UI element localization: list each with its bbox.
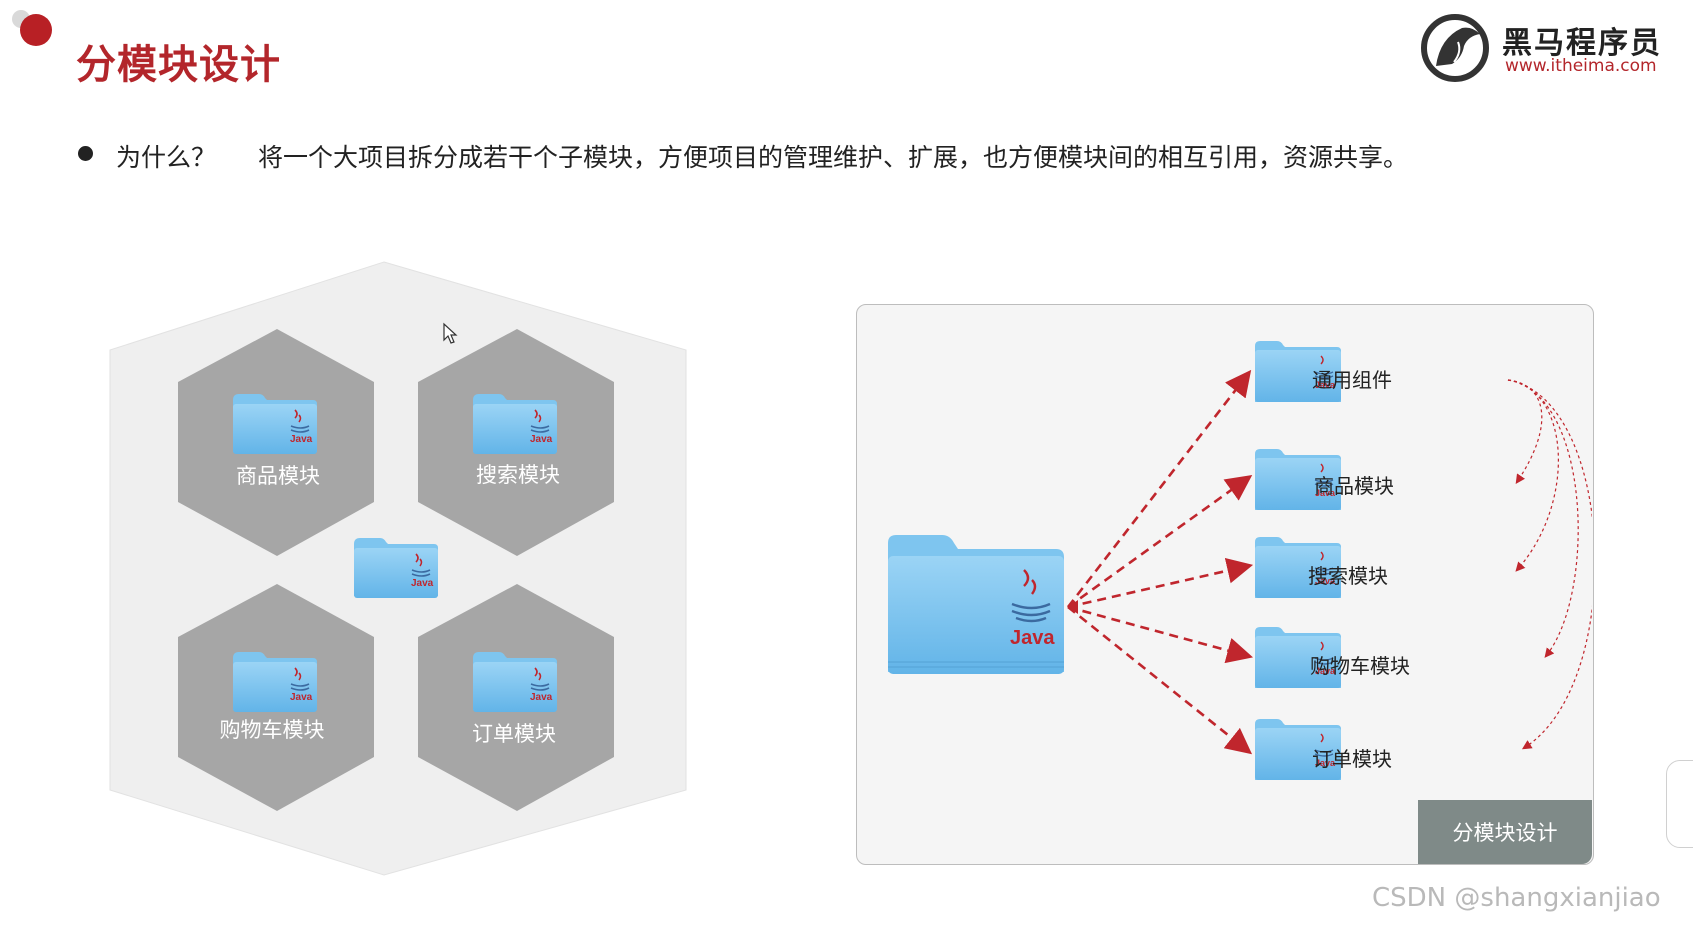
- logo-url: www.itheima.com: [1505, 56, 1657, 76]
- folder-order-icon: [472, 651, 558, 713]
- folder-goods-icon: [232, 393, 318, 455]
- hex-label-goods: 商品模块: [236, 464, 320, 488]
- folder-cart-icon: [232, 651, 318, 713]
- answer-text: 将一个大项目拆分成若干个子模块，方便项目的管理维护、扩展，也方便模块间的相互引用…: [258, 143, 1409, 172]
- hex-label-search: 搜索模块: [476, 463, 560, 487]
- hexagon-diagram: Java: [109, 261, 687, 876]
- diagram-caption: 分模块设计: [1418, 800, 1592, 864]
- tree-label-cart: 购物车模块: [1310, 654, 1410, 678]
- decor-dot-red: [20, 14, 52, 46]
- itheima-logo-icon: [1421, 14, 1489, 82]
- logo-name: 黑马程序员: [1502, 26, 1662, 61]
- mouse-cursor-icon: [443, 322, 458, 344]
- hex-label-order: 订单模块: [472, 722, 556, 746]
- floating-side-widget[interactable]: [1666, 760, 1693, 848]
- bullet-dot: [78, 146, 93, 161]
- folder-center-icon: [353, 537, 439, 599]
- question-text: 为什么？: [116, 143, 217, 172]
- hex-label-cart: 购物车模块: [219, 718, 325, 742]
- root-folder-text: Java: [1010, 627, 1055, 649]
- watermark: CSDN @shangxianjiao: [1372, 883, 1661, 913]
- tree-label-search: 搜索模块: [1308, 564, 1388, 588]
- tree-diagram: Java Java: [888, 340, 1592, 781]
- slide-title: 分模块设计: [76, 42, 281, 88]
- root-java-folder-icon: Java: [888, 535, 1064, 674]
- tree-label-order: 订单模块: [1312, 747, 1392, 771]
- tree-label-goods: 商品模块: [1314, 474, 1394, 498]
- tree-label-common: 通用组件: [1312, 368, 1392, 392]
- folder-search-icon: [472, 393, 558, 455]
